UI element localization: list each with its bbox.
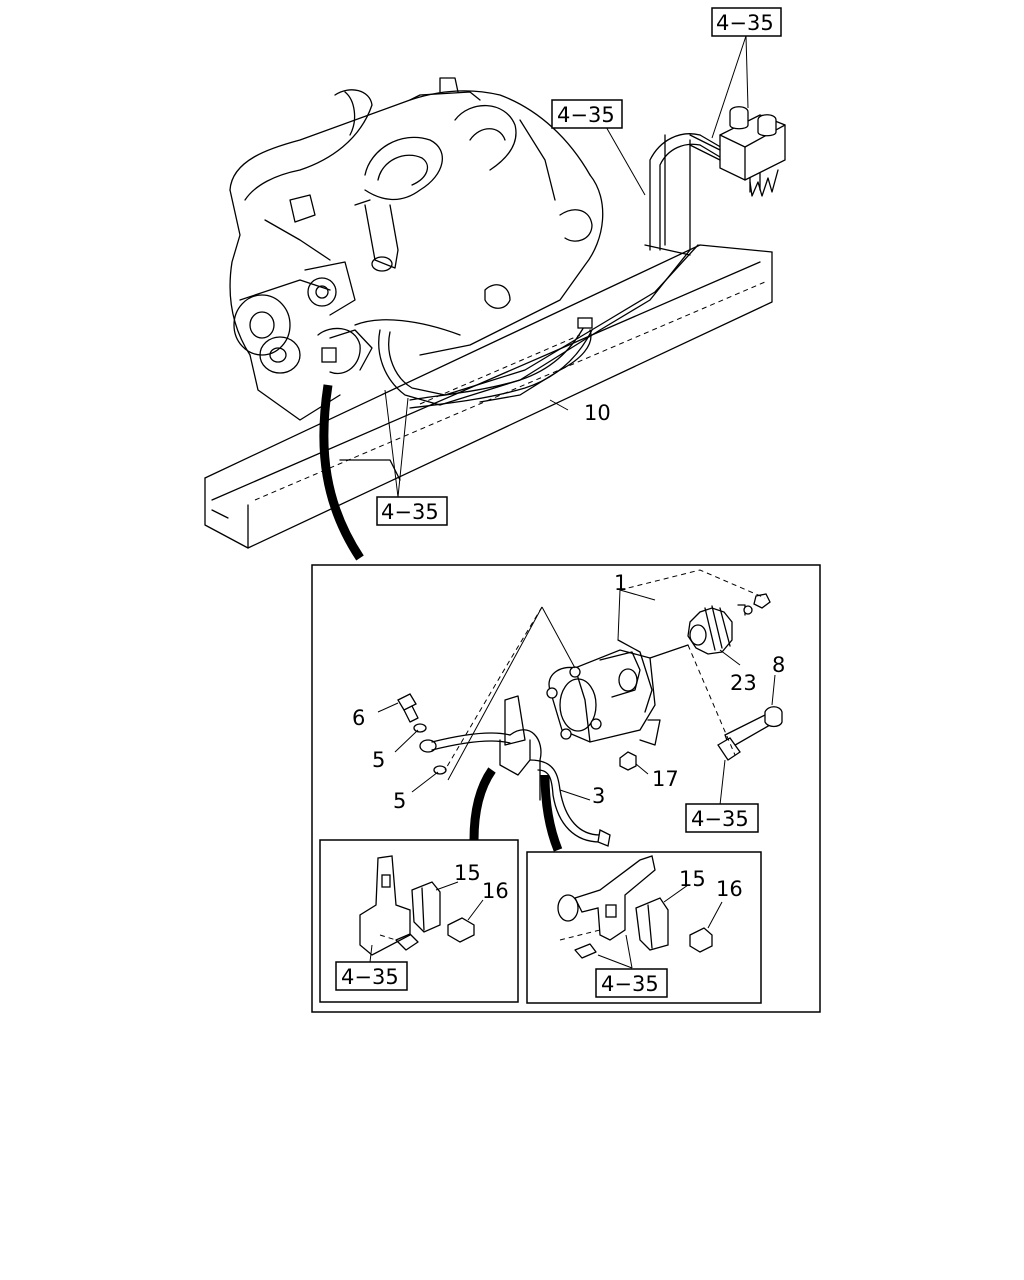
ref-box-top-right: 4−35: [711, 7, 782, 37]
nut: [619, 751, 637, 771]
ref-box-inset-right: 4−35: [595, 968, 668, 998]
ref-box-engine-bottom: 4−35: [376, 496, 448, 526]
intake-hoses: [244, 89, 517, 272]
callout-8: 8: [772, 653, 785, 677]
suction-pipe: [529, 759, 611, 847]
engine-overview: 10 4−35 4−35 4−35: [204, 7, 786, 561]
power-steering-pump: [546, 639, 689, 746]
callout-3: 3: [592, 784, 605, 808]
ref-box-top-mid: 4−35: [551, 99, 623, 129]
ref-label-inset-right: 4−35: [601, 972, 659, 996]
ref-label-top-right: 4−35: [716, 11, 774, 35]
callout-10: 10: [584, 401, 611, 425]
callout-16-left: 16: [482, 879, 509, 903]
frame-post: [664, 134, 691, 251]
callout-5-upper: 5: [372, 748, 385, 772]
inset-left-connector: [469, 767, 496, 841]
bracket-and-bolt: [717, 706, 783, 761]
engine-pulleys: [233, 261, 373, 375]
inset-right: 15 16 4−35: [526, 851, 762, 1004]
callout-16-right: 16: [716, 877, 743, 901]
callout-23: 23: [730, 671, 757, 695]
leader-lines-detail: [377, 569, 776, 806]
inset-right-connector: [540, 774, 563, 852]
pressure-pipe: [431, 695, 542, 801]
callout-6: 6: [352, 706, 365, 730]
ref-box-detail-right: 4−35: [685, 803, 759, 833]
leader-lines-overview: [384, 35, 749, 498]
inset-left: 15 16 4−35: [319, 839, 519, 1003]
oil-reservoir: [689, 106, 786, 197]
detail-panel: 1 23 8 6 5 5 17 3 4−35 15 16: [311, 564, 821, 1013]
ref-label-top-mid: 4−35: [557, 103, 615, 127]
ref-label-inset-left: 4−35: [341, 965, 399, 989]
return-hose: [409, 317, 593, 409]
ref-box-inset-left: 4−35: [335, 961, 408, 991]
oil-lines: [354, 133, 761, 406]
ref-label-detail-right: 4−35: [691, 807, 749, 831]
callout-15-right: 15: [679, 867, 706, 891]
banjo-bolt-set: [397, 693, 447, 775]
ref-label-engine-bottom: 4−35: [381, 500, 439, 524]
drive-gear: [687, 593, 771, 655]
engine-block: [229, 77, 604, 421]
callout-1: 1: [614, 571, 627, 595]
detail-connector-line: [319, 384, 364, 561]
callout-15-left: 15: [454, 861, 481, 885]
chassis-frame: [204, 244, 773, 549]
callout-17: 17: [652, 767, 679, 791]
callout-5-lower: 5: [393, 789, 406, 813]
